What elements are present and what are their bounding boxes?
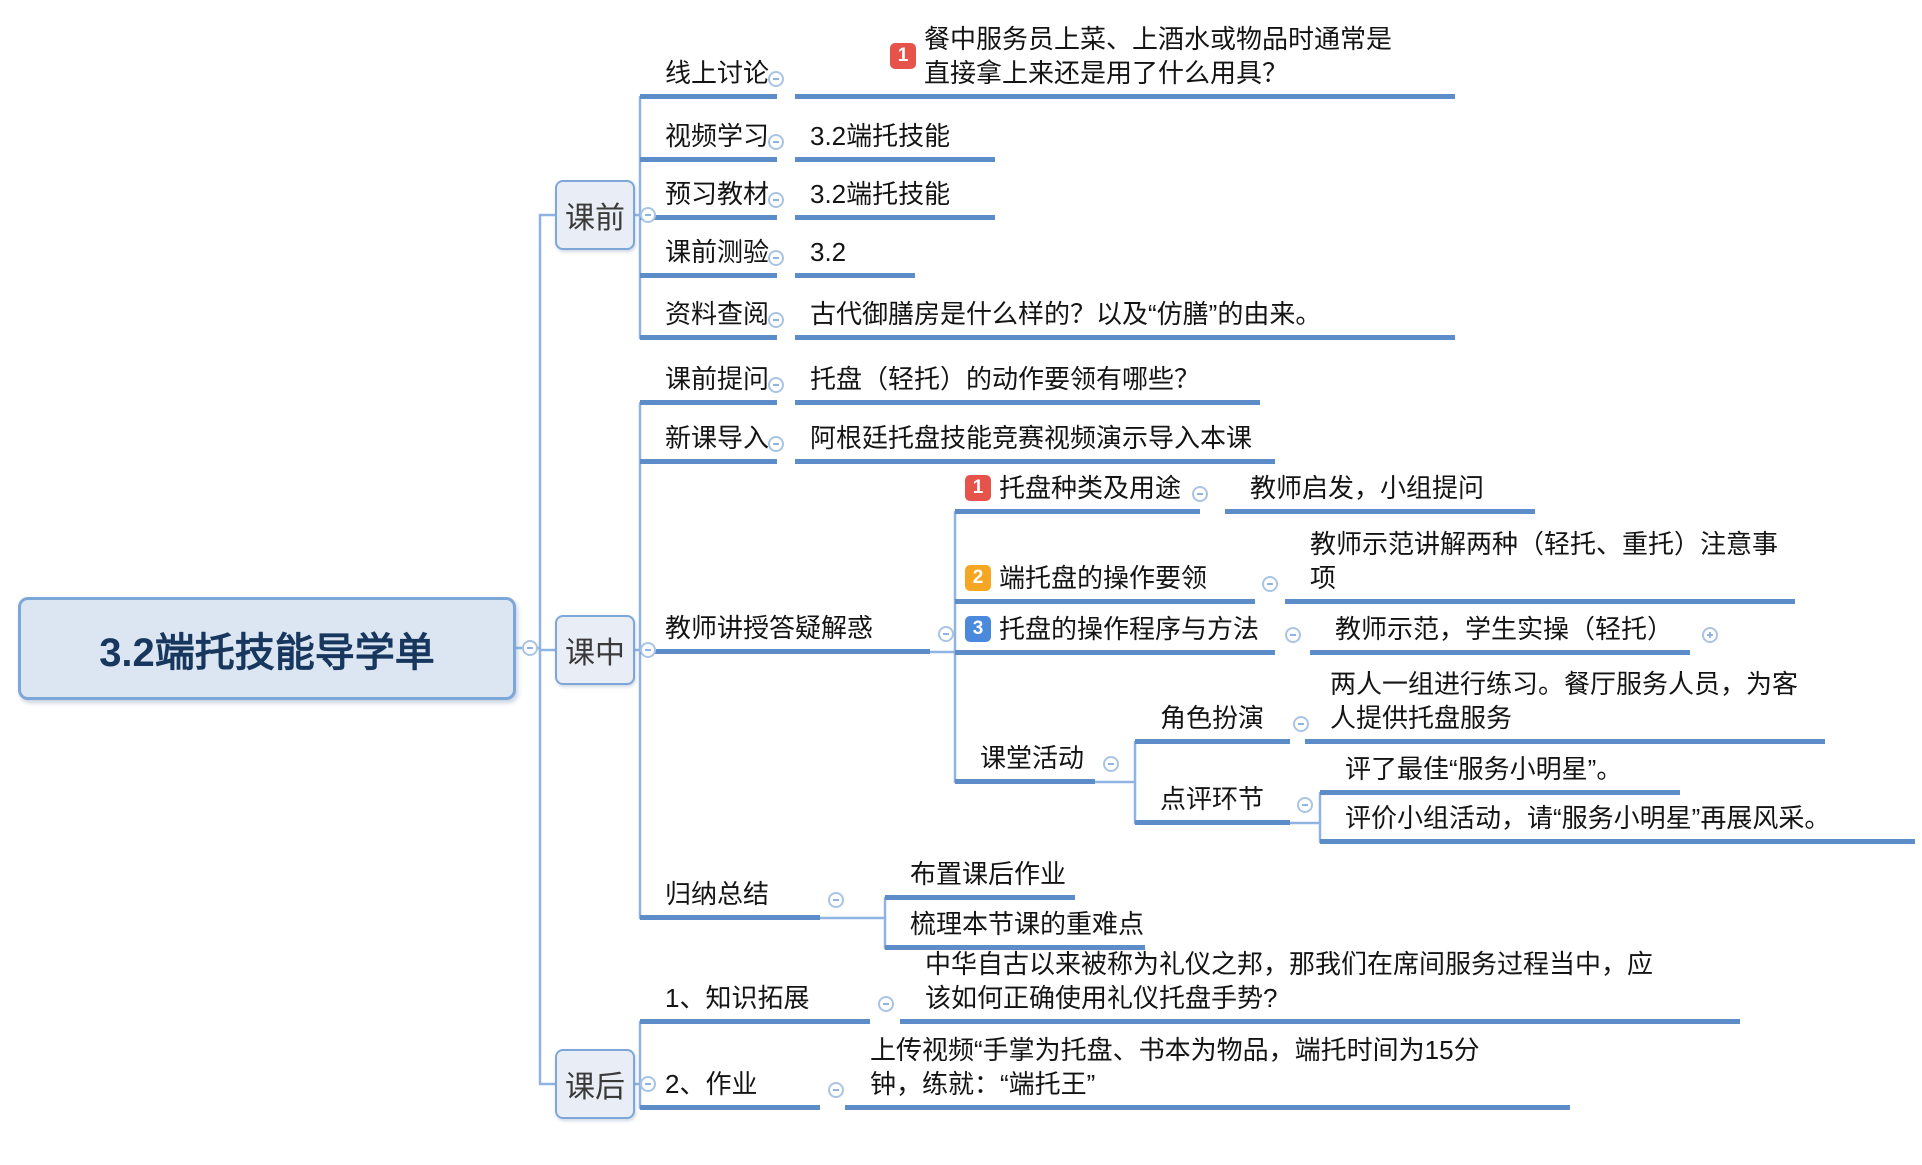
note-tray-types[interactable]: 教师启发，小组提问	[1225, 471, 1535, 514]
collapse-icon[interactable]	[768, 377, 784, 393]
topic-material-research[interactable]: 资料查阅	[640, 297, 777, 340]
topic-summary[interactable]: 归纳总结	[640, 877, 820, 920]
collapse-icon[interactable]	[1285, 627, 1301, 643]
branch-topic-pre[interactable]: 课前	[555, 180, 635, 250]
note-material-research[interactable]: 古代御膳房是什么样的？以及“仿膳”的由来。	[795, 297, 1455, 340]
branch-topic-mid[interactable]: 课中	[555, 615, 635, 685]
note-text: 餐中服务员上菜、上酒水或物品时通常是 直接拿上来还是用了什么用具？	[924, 24, 1393, 88]
topic-teacher-lecture[interactable]: 教师讲授答疑解惑	[640, 611, 930, 654]
collapse-icon[interactable]	[768, 71, 784, 87]
note-video-study[interactable]: 3.2端托技能	[795, 119, 995, 162]
topic-tray-procedure[interactable]: 3 托盘的操作程序与方法	[955, 612, 1275, 655]
note-pre-quiz[interactable]: 3.2	[795, 235, 915, 278]
note-review-1[interactable]: 评了最佳“服务小明星”。	[1320, 752, 1680, 795]
topic-pre-quiz[interactable]: 课前测验	[640, 235, 777, 278]
collapse-icon[interactable]	[1293, 716, 1309, 732]
topic-review[interactable]: 点评环节	[1135, 782, 1290, 825]
topic-knowledge-expansion[interactable]: 1、知识拓展	[640, 981, 870, 1024]
collapse-icon[interactable]	[768, 436, 784, 452]
branch-post-label: 课后	[565, 1071, 625, 1104]
collapse-icon[interactable]	[1297, 797, 1313, 813]
topic-label: 托盘的操作程序与方法	[999, 614, 1260, 644]
note-role-play[interactable]: 两人一组进行练习。餐厅服务人员，为客 人提供托盘服务	[1305, 667, 1825, 744]
note-preview-textbook[interactable]: 3.2端托技能	[795, 177, 995, 220]
collapse-icon[interactable]	[522, 640, 538, 656]
topic-class-activity[interactable]: 课堂活动	[955, 741, 1095, 784]
note-pre-question[interactable]: 托盘（轻托）的动作要领有哪些？	[795, 362, 1260, 405]
numbered-badge-1: 1	[890, 43, 916, 69]
root-title: 3.2端托技能导学单	[99, 630, 435, 675]
note-summary-2[interactable]: 梳理本节课的重难点	[885, 907, 1145, 950]
note-homework[interactable]: 上传视频“手掌为托盘、书本为物品，端托时间为15分 钟，练就：“端托王”	[845, 1033, 1570, 1110]
branch-mid-label: 课中	[565, 637, 625, 670]
topic-video-study[interactable]: 视频学习	[640, 119, 777, 162]
branch-topic-post[interactable]: 课后	[555, 1049, 635, 1119]
collapse-icon[interactable]	[1192, 486, 1208, 502]
collapse-icon[interactable]	[938, 626, 954, 642]
expand-icon[interactable]	[1702, 627, 1718, 643]
note-tray-procedure[interactable]: 教师示范，学生实操（轻托）	[1310, 612, 1690, 655]
note-summary-1[interactable]: 布置课后作业	[885, 857, 1075, 900]
collapse-icon[interactable]	[768, 192, 784, 208]
collapse-icon[interactable]	[768, 134, 784, 150]
note-review-2[interactable]: 评价小组活动，请“服务小明星”再展风采。	[1320, 801, 1915, 844]
collapse-icon[interactable]	[878, 996, 894, 1012]
topic-homework[interactable]: 2、作业	[640, 1067, 820, 1110]
numbered-badge-3: 3	[965, 616, 991, 642]
collapse-icon[interactable]	[1262, 576, 1278, 592]
note-knowledge-expansion[interactable]: 中华自古以来被称为礼仪之邦，那我们在席间服务过程当中，应 该如何正确使用礼仪托盘…	[900, 947, 1740, 1024]
numbered-badge-1: 1	[965, 475, 991, 501]
root-topic[interactable]: 3.2端托技能导学单	[18, 597, 516, 700]
numbered-badge-2: 2	[965, 565, 991, 591]
topic-pre-question[interactable]: 课前提问	[640, 362, 777, 405]
topic-preview-textbook[interactable]: 预习教材	[640, 177, 777, 220]
collapse-icon[interactable]	[828, 892, 844, 908]
topic-tray-operation[interactable]: 2 端托盘的操作要领	[955, 561, 1255, 604]
collapse-icon[interactable]	[768, 250, 784, 266]
collapse-icon[interactable]	[640, 642, 656, 658]
topic-role-play[interactable]: 角色扮演	[1135, 701, 1290, 744]
topic-label: 端托盘的操作要领	[999, 563, 1208, 593]
note-tray-operation[interactable]: 教师示范讲解两种（轻托、重托）注意事 项	[1285, 527, 1795, 604]
branch-pre-label: 课前	[565, 202, 625, 235]
topic-online-discussion[interactable]: 线上讨论	[640, 56, 777, 99]
collapse-icon[interactable]	[828, 1082, 844, 1098]
topic-tray-types[interactable]: 1 托盘种类及用途	[955, 471, 1200, 514]
collapse-icon[interactable]	[768, 312, 784, 328]
collapse-icon[interactable]	[1103, 756, 1119, 772]
collapse-icon[interactable]	[640, 1076, 656, 1092]
topic-label: 托盘种类及用途	[999, 473, 1182, 503]
note-online-discussion[interactable]: 1 餐中服务员上菜、上酒水或物品时通常是 直接拿上来还是用了什么用具？	[795, 22, 1455, 99]
topic-new-lesson-intro[interactable]: 新课导入	[640, 421, 777, 464]
note-new-lesson-intro[interactable]: 阿根廷托盘技能竞赛视频演示导入本课	[795, 421, 1275, 464]
collapse-icon[interactable]	[640, 207, 656, 223]
